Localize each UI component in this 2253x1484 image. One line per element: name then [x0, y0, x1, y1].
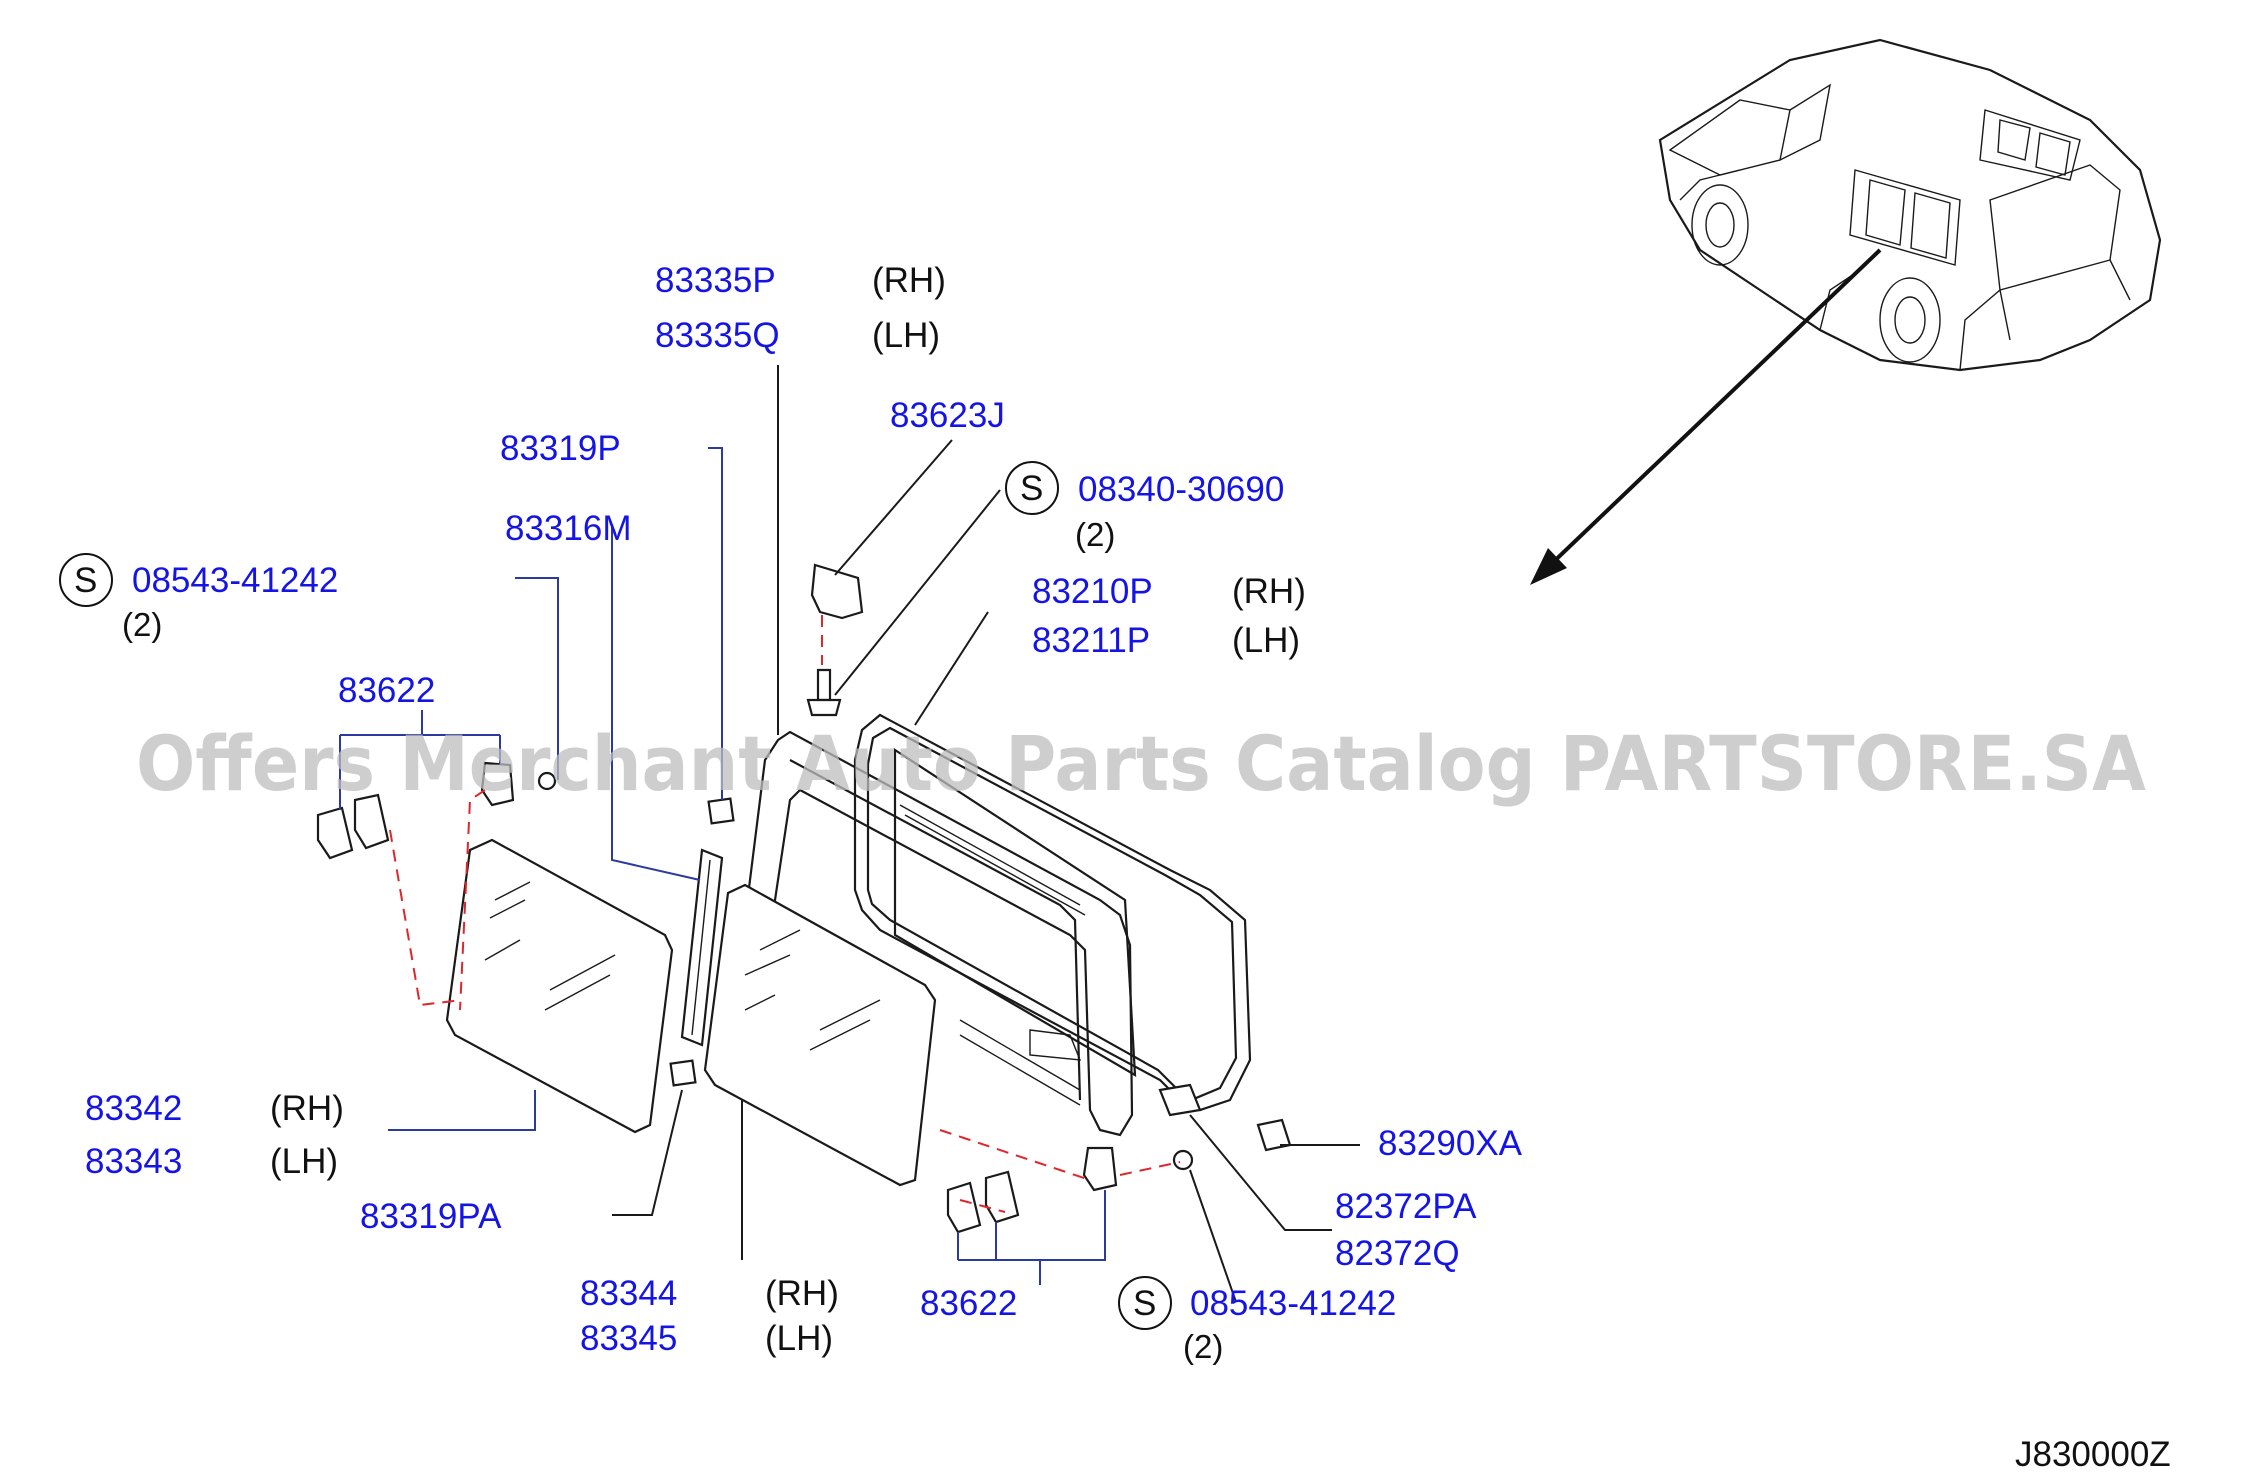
label-83343[interactable]: 83343	[85, 1142, 182, 1181]
diagram-code: J830000Z	[2015, 1435, 2171, 1474]
label-lh-83343: (LH)	[270, 1142, 338, 1181]
label-83319P[interactable]: 83319P	[500, 429, 621, 468]
part-labels: 83335P (RH) 83335Q (LH) 83623J S 08340-3…	[59, 261, 2171, 1474]
label-lh-83211P: (LH)	[1232, 621, 1300, 660]
dashed-links	[389, 615, 1181, 1213]
label-83319PA[interactable]: 83319PA	[360, 1197, 502, 1236]
glass-83342	[445, 838, 674, 1134]
small-parts	[316, 563, 1292, 1234]
label-rh-83210P: (RH)	[1232, 572, 1306, 611]
label-lh-83345: (LH)	[765, 1319, 833, 1358]
label-83290XA[interactable]: 83290XA	[1378, 1124, 1523, 1163]
qty-08543-41242-right: (2)	[1183, 1328, 1223, 1365]
label-83622-bottom[interactable]: 83622	[920, 1284, 1017, 1323]
label-rh-83335P: (RH)	[872, 261, 946, 300]
label-08543-41242-left[interactable]: 08543-41242	[132, 561, 338, 600]
direction-arrow	[1530, 248, 1882, 585]
standard-part-icon	[1005, 461, 1059, 515]
standard-part-symbol-left: S	[74, 561, 97, 600]
leader-lines	[339, 365, 1360, 1303]
qty-08543-41242-left: (2)	[122, 606, 162, 643]
standard-part-symbol-right: S	[1133, 1284, 1156, 1323]
label-82372Q[interactable]: 82372Q	[1335, 1234, 1460, 1273]
vehicle-illustration	[1658, 38, 2162, 372]
label-rh-83344: (RH)	[765, 1274, 839, 1313]
label-83335P[interactable]: 83335P	[655, 261, 776, 300]
label-lh-83335Q: (LH)	[872, 316, 940, 355]
label-83345[interactable]: 83345	[580, 1319, 677, 1358]
qty-08340-30690: (2)	[1075, 516, 1115, 553]
label-83342[interactable]: 83342	[85, 1089, 182, 1128]
label-83623J[interactable]: 83623J	[890, 396, 1005, 435]
label-83210P[interactable]: 83210P	[1032, 572, 1153, 611]
glass-83344	[703, 883, 937, 1187]
label-83211P[interactable]: 83211P	[1032, 621, 1150, 660]
label-rh-83342: (RH)	[270, 1089, 344, 1128]
standard-part-symbol-top: S	[1020, 469, 1043, 508]
label-08543-41242-right[interactable]: 08543-41242	[1190, 1284, 1396, 1323]
label-82372PA[interactable]: 82372PA	[1335, 1187, 1477, 1226]
standard-part-icon	[59, 553, 113, 607]
division-bar-83316M	[680, 848, 724, 1047]
label-83622-top[interactable]: 83622	[338, 671, 435, 710]
label-83316M[interactable]: 83316M	[505, 509, 631, 548]
standard-part-icon	[1118, 1276, 1172, 1330]
label-08340-30690[interactable]: 08340-30690	[1078, 470, 1284, 509]
label-83344[interactable]: 83344	[580, 1274, 677, 1313]
label-83335Q[interactable]: 83335Q	[655, 316, 780, 355]
watermark: Offers Merchant Auto Parts Catalog PARTS…	[136, 719, 2146, 808]
